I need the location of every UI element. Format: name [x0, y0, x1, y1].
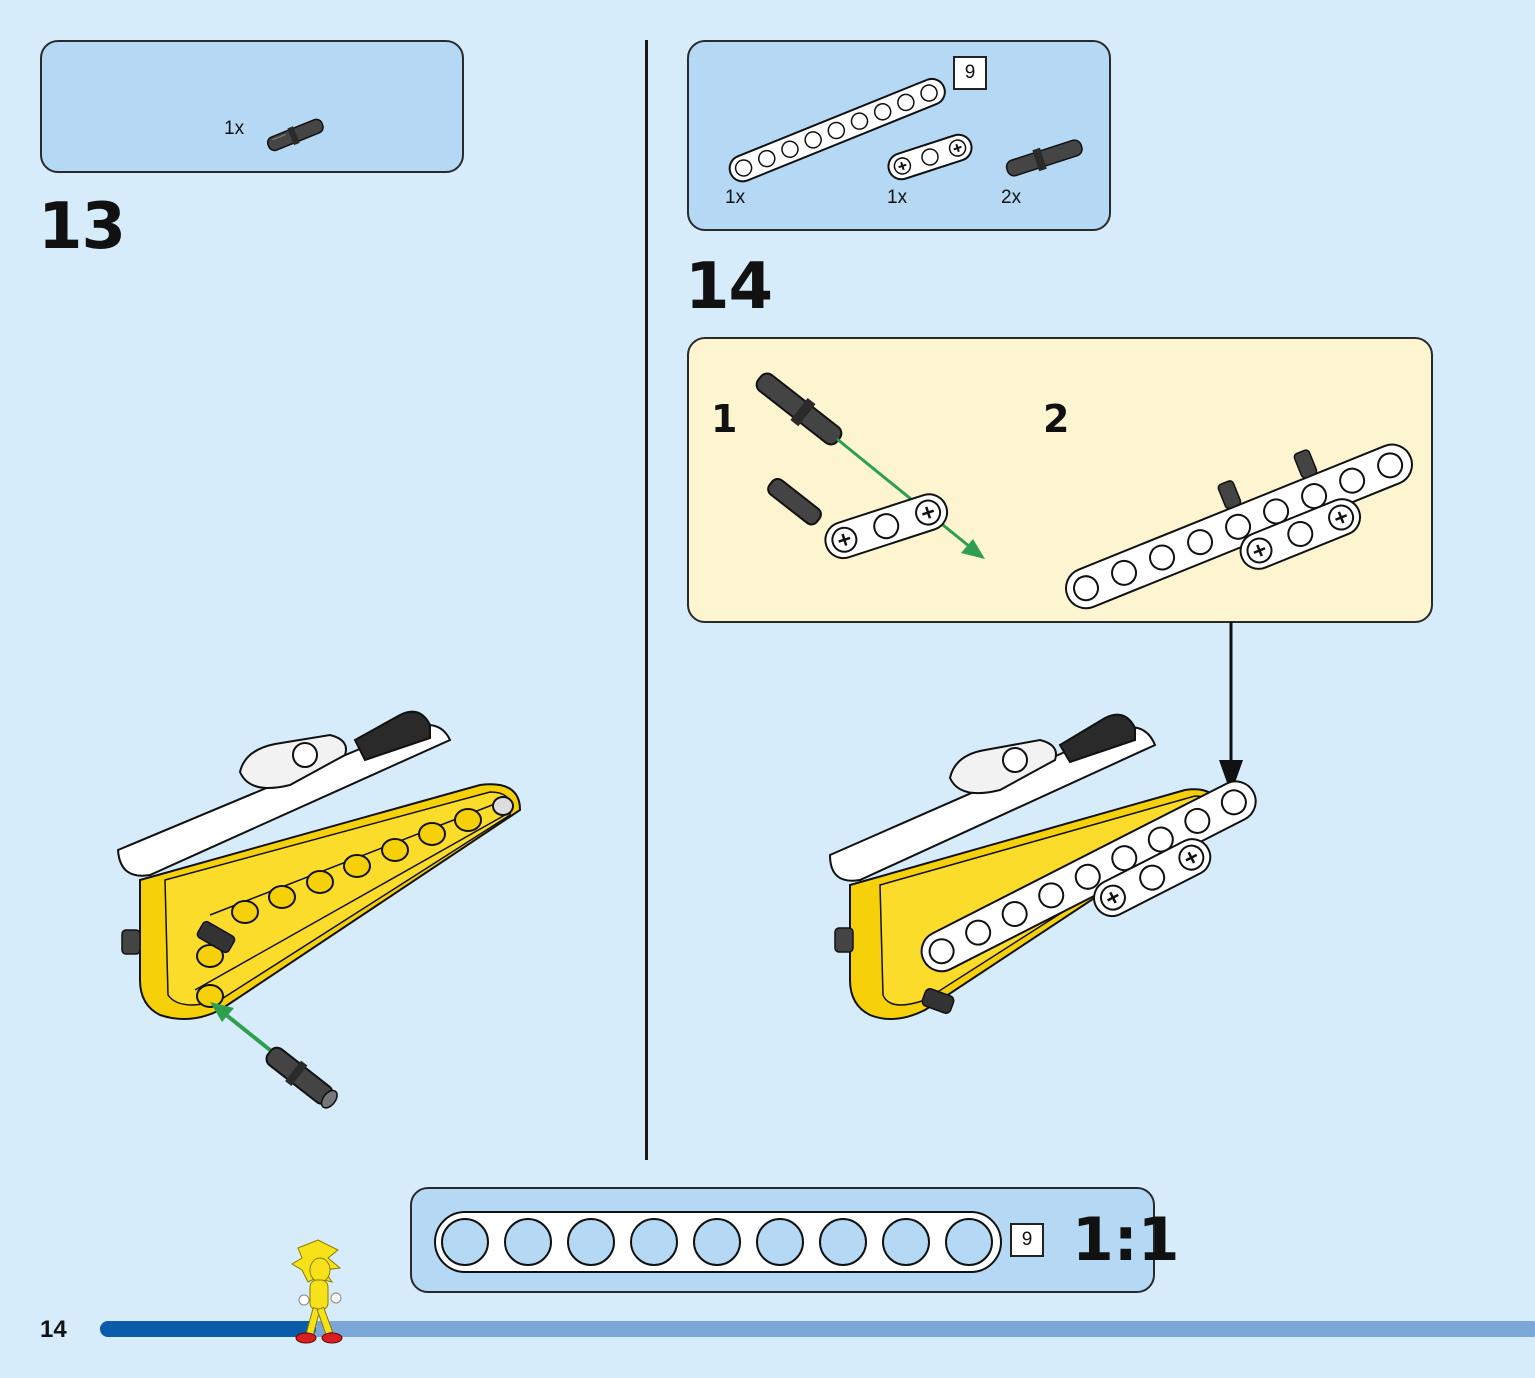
parts-callout-step-14: 9 1x 1x 2x — [687, 40, 1111, 231]
substep-number: 2 — [1043, 397, 1070, 441]
part-qty: 2x — [1001, 187, 1022, 208]
mascot-character-icon — [291, 1239, 343, 1344]
progress-bar — [100, 1321, 1535, 1337]
down-arrow-icon — [1219, 622, 1243, 794]
substep-number: 1 — [711, 397, 738, 441]
axle-pin-icon — [266, 118, 324, 152]
scale-ruler-callout: 9 1:1 — [410, 1187, 1180, 1293]
beam-9-scale-icon — [434, 1211, 1002, 1273]
beam-3-cross-icon — [887, 133, 973, 181]
beam-length-badge: 9 — [953, 56, 987, 90]
scale-label: 1:1 — [1072, 1205, 1180, 1275]
page-number: 14 — [40, 1316, 67, 1343]
substep-callout: 1 2 — [687, 337, 1433, 623]
step-number: 13 — [38, 190, 126, 264]
step-number: 14 — [685, 250, 773, 324]
ruler-length-badge: 9 — [1010, 1223, 1044, 1257]
step-13-model-illustration — [116, 710, 522, 1109]
parts-callout-step-13: 1x — [40, 40, 464, 173]
substep-1-illustration — [755, 372, 985, 560]
axle-pin-icon — [1005, 139, 1083, 177]
step-14-model-illustration — [828, 713, 1257, 1020]
part-qty: 1x — [725, 187, 746, 208]
part-qty: 1x — [224, 118, 245, 139]
column-divider — [645, 40, 648, 1160]
beam-9-icon — [728, 77, 946, 183]
substep-2-illustration — [1065, 443, 1413, 610]
progress-fill — [100, 1321, 316, 1337]
part-qty: 1x — [887, 187, 908, 208]
